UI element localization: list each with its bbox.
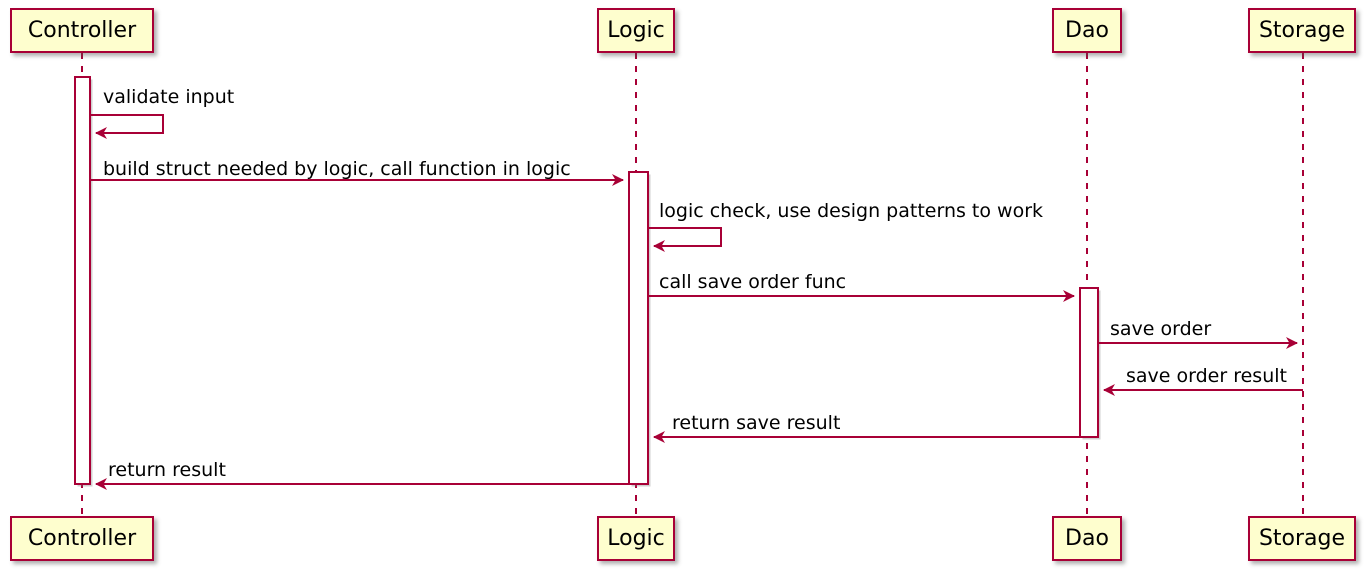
participant-box-storage-top[interactable]: Storage bbox=[1248, 8, 1356, 53]
activation-bar-controller bbox=[74, 76, 91, 485]
message-label-2: logic check, use design patterns to work bbox=[659, 200, 1044, 222]
participant-label-logic-bottom: Logic bbox=[607, 525, 665, 551]
participant-box-dao-top[interactable]: Dao bbox=[1052, 8, 1122, 53]
participant-label-storage-top: Storage bbox=[1258, 17, 1346, 43]
participant-box-logic-top[interactable]: Logic bbox=[597, 8, 675, 53]
message-label-7: return result bbox=[108, 459, 226, 481]
message-arrows-group bbox=[90, 114, 1303, 490]
activation-bars-group bbox=[74, 76, 1101, 487]
message-label-3: call save order func bbox=[659, 271, 847, 293]
message-label-4: save order bbox=[1110, 318, 1212, 340]
participant-box-controller-bottom[interactable]: Controller bbox=[10, 516, 154, 561]
self-message-arrow-2 bbox=[648, 227, 722, 252]
self-message-arrow-0 bbox=[90, 114, 164, 139]
message-label-0: validate input bbox=[103, 86, 235, 108]
participant-label-logic-top: Logic bbox=[607, 17, 665, 43]
participant-box-controller-top[interactable]: Controller bbox=[10, 8, 154, 53]
message-label-1: build struct needed by logic, call funct… bbox=[103, 158, 571, 180]
activation-bar-dao bbox=[1079, 287, 1099, 438]
participant-label-controller-bottom: Controller bbox=[27, 525, 137, 551]
participant-box-logic-bottom[interactable]: Logic bbox=[597, 516, 675, 561]
participant-label-dao-bottom: Dao bbox=[1065, 525, 1109, 551]
participant-box-dao-bottom[interactable]: Dao bbox=[1052, 516, 1122, 561]
participant-label-storage-bottom: Storage bbox=[1258, 525, 1346, 551]
participant-box-storage-bottom[interactable]: Storage bbox=[1248, 516, 1356, 561]
activation-bar-logic bbox=[628, 171, 649, 485]
message-label-5: save order result bbox=[1126, 365, 1287, 387]
participant-label-dao-top: Dao bbox=[1065, 17, 1109, 43]
message-label-6: return save result bbox=[672, 412, 841, 434]
participant-label-controller-top: Controller bbox=[27, 17, 137, 43]
